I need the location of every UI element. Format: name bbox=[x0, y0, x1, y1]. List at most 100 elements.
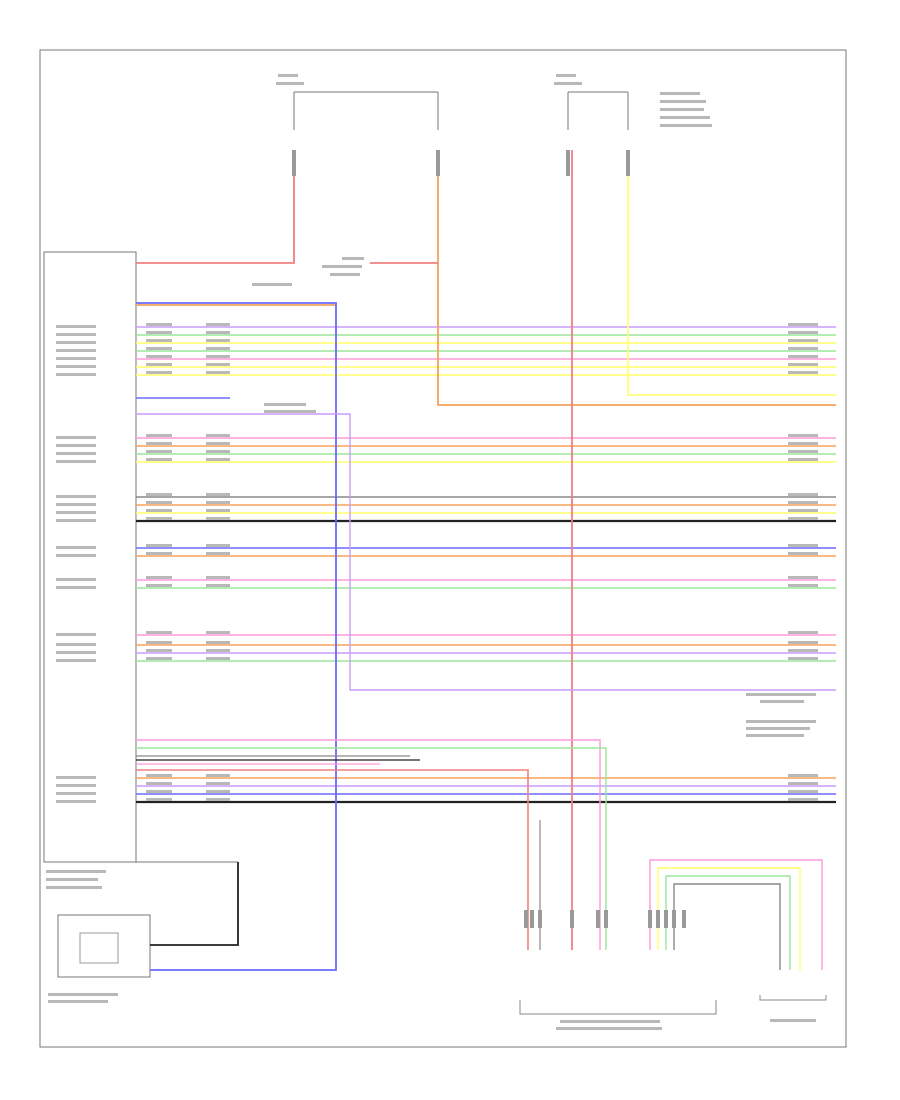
heading-label-24 bbox=[330, 273, 360, 276]
wire-label-right-8 bbox=[788, 442, 818, 445]
heading-label-23 bbox=[322, 265, 362, 268]
signal-wire-red-1 bbox=[136, 769, 529, 950]
wire-label-right-25 bbox=[788, 790, 818, 793]
wire-label-left-21 bbox=[146, 649, 172, 652]
module-pin-label-17 bbox=[56, 578, 96, 581]
module-pin-label-5 bbox=[56, 365, 96, 368]
wire-label-right-16 bbox=[788, 552, 818, 555]
heading-label-25 bbox=[252, 283, 292, 286]
heading-label-8 bbox=[746, 693, 816, 696]
wire-label-right-0 bbox=[788, 323, 818, 326]
heading-label-6 bbox=[556, 1027, 662, 1030]
wire-group bbox=[136, 150, 836, 971]
connector-pin-3 bbox=[570, 910, 574, 928]
speaker-wire-yellow bbox=[657, 867, 801, 970]
wire-label-right-5 bbox=[788, 363, 818, 366]
heading-label-13 bbox=[660, 92, 700, 95]
module-pin-label-16 bbox=[56, 554, 96, 557]
speaker-connector-bracket bbox=[759, 995, 827, 1001]
wire-label-left-7 bbox=[146, 434, 172, 437]
speaker-wire-pink bbox=[649, 859, 823, 970]
connector-pin-9 bbox=[672, 910, 676, 928]
wire-label-left-8 bbox=[146, 442, 172, 445]
heading-label-20 bbox=[556, 74, 576, 77]
module-pin-label-1 bbox=[56, 333, 96, 336]
label-group bbox=[46, 74, 818, 1030]
wire-label-left-11 bbox=[146, 493, 172, 496]
wire-label-mid-22 bbox=[206, 657, 230, 660]
connector-pin-5 bbox=[604, 910, 608, 928]
wire-label-left-18 bbox=[146, 584, 172, 587]
wire-label-mid-21 bbox=[206, 649, 230, 652]
wire-label-mid-17 bbox=[206, 576, 230, 579]
module-pin-label-9 bbox=[56, 452, 96, 455]
wire-label-right-3 bbox=[788, 347, 818, 350]
wire-label-left-24 bbox=[146, 782, 172, 785]
heading-label-3 bbox=[48, 993, 118, 996]
connector-pin-0 bbox=[524, 910, 528, 928]
wire-label-mid-4 bbox=[206, 355, 230, 358]
fuse-terminal-3 bbox=[626, 150, 630, 176]
wire-label-left-26 bbox=[146, 798, 172, 801]
wire-label-right-2 bbox=[788, 339, 818, 342]
wire-label-right-18 bbox=[788, 584, 818, 587]
module-pin-label-13 bbox=[56, 511, 96, 514]
module-pin-label-25 bbox=[56, 792, 96, 795]
wire-label-right-7 bbox=[788, 434, 818, 437]
wire-label-left-9 bbox=[146, 450, 172, 453]
wire-label-right-24 bbox=[788, 782, 818, 785]
wire-label-right-21 bbox=[788, 649, 818, 652]
wire-label-right-10 bbox=[788, 458, 818, 461]
module-pin-label-22 bbox=[56, 659, 96, 662]
wire-label-mid-19 bbox=[206, 631, 230, 634]
wire-label-left-4 bbox=[146, 355, 172, 358]
connector-pin-8 bbox=[664, 910, 668, 928]
module-pin-label-24 bbox=[56, 784, 96, 787]
heading-label-10 bbox=[746, 720, 816, 723]
fuse-block-top bbox=[293, 91, 629, 130]
heading-label-11 bbox=[746, 727, 810, 730]
heading-label-27 bbox=[264, 410, 316, 413]
fuse-terminal-1 bbox=[436, 150, 440, 176]
wire-label-mid-12 bbox=[206, 501, 230, 504]
heading-label-17 bbox=[660, 124, 712, 127]
wire-label-right-26 bbox=[788, 798, 818, 801]
power-wire-yellow bbox=[627, 150, 836, 396]
wire-label-mid-1 bbox=[206, 331, 230, 334]
antenna-inner-box bbox=[79, 932, 119, 964]
module-pin-label-12 bbox=[56, 503, 96, 506]
violet-drop-wire bbox=[136, 413, 836, 691]
module-pin-label-0 bbox=[56, 325, 96, 328]
wire-label-left-17 bbox=[146, 576, 172, 579]
module-pin-label-20 bbox=[56, 643, 96, 646]
module-pin-label-10 bbox=[56, 460, 96, 463]
wire-label-right-19 bbox=[788, 631, 818, 634]
module-pin-label-19 bbox=[56, 633, 96, 636]
wire-label-left-15 bbox=[146, 544, 172, 547]
module-pin-label-3 bbox=[56, 349, 96, 352]
wire-label-left-25 bbox=[146, 790, 172, 793]
wire-label-right-15 bbox=[788, 544, 818, 547]
wire-label-left-0 bbox=[146, 323, 172, 326]
antenna-module-box bbox=[57, 914, 151, 978]
wire-label-left-12 bbox=[146, 501, 172, 504]
heading-label-9 bbox=[760, 700, 804, 703]
wire-label-right-1 bbox=[788, 331, 818, 334]
module-pin-label-21 bbox=[56, 651, 96, 654]
wire-label-mid-8 bbox=[206, 442, 230, 445]
module-pin-label-18 bbox=[56, 586, 96, 589]
wire-label-mid-18 bbox=[206, 584, 230, 587]
module-pin-label-26 bbox=[56, 800, 96, 803]
wire-label-right-6 bbox=[788, 371, 818, 374]
heading-label-7 bbox=[770, 1019, 816, 1022]
module-pin-label-15 bbox=[56, 546, 96, 549]
fuse-terminal-0 bbox=[292, 150, 296, 176]
wire-label-mid-10 bbox=[206, 458, 230, 461]
heading-label-22 bbox=[342, 257, 364, 260]
wire-label-left-6 bbox=[146, 371, 172, 374]
wire-label-mid-23 bbox=[206, 774, 230, 777]
wire-label-right-23 bbox=[788, 774, 818, 777]
wire-label-left-5 bbox=[146, 363, 172, 366]
